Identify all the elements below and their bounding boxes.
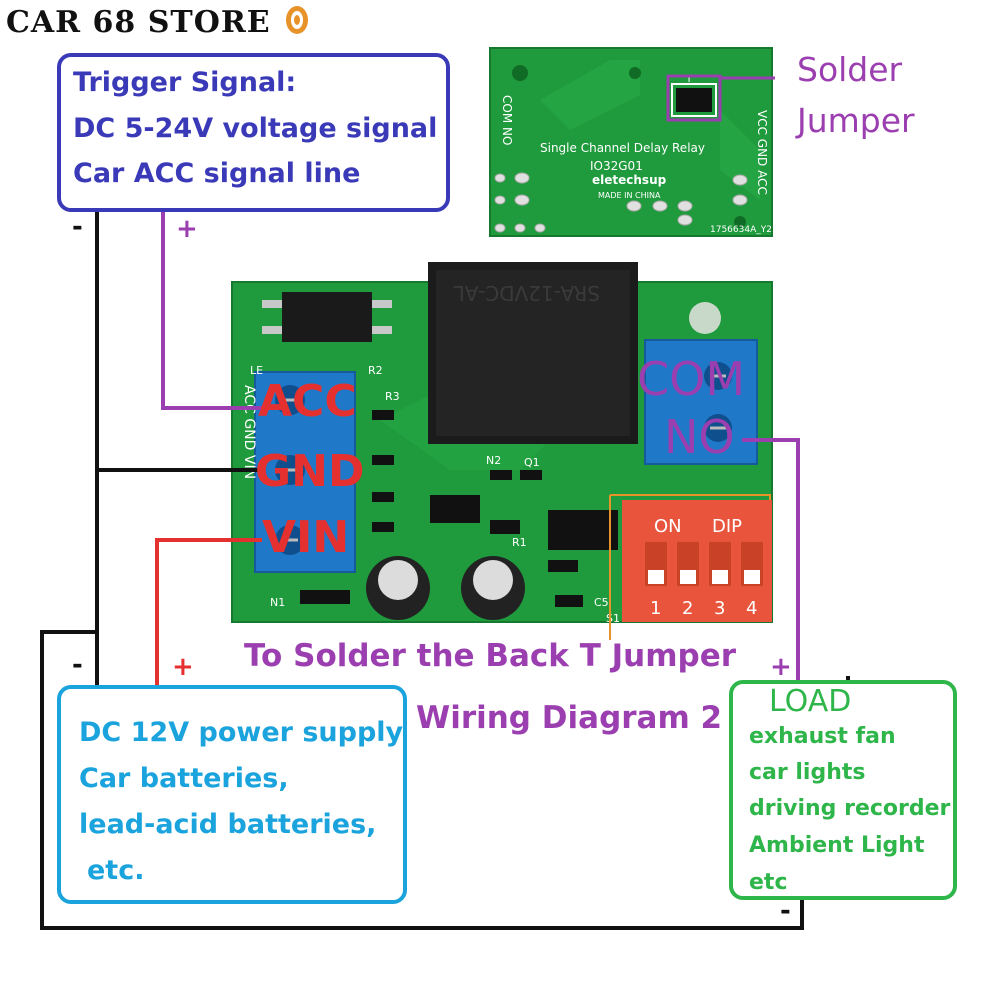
solder-back-caption: To Solder the Back T Jumper — [244, 638, 737, 674]
power-neg-sign: - — [72, 650, 83, 680]
load-item-2: car lights — [749, 760, 866, 785]
power-line2: Car batteries, — [79, 763, 289, 794]
solder-label-2: Jumper — [797, 101, 915, 140]
wiring-diagram-caption: Wiring Diagram 2 — [416, 700, 723, 736]
front-pcb: SRA-12VDC-AL — [231, 262, 773, 625]
terminal-gnd-label: GND — [255, 446, 365, 497]
silk-r3: R3 — [385, 390, 400, 403]
back-pcb: Single Channel Delay Relay IO32G01 elete… — [489, 47, 773, 237]
terminal-acc-label: ACC — [258, 376, 357, 427]
dip-num-2: 2 — [682, 598, 693, 619]
silk-r1: R1 — [512, 536, 527, 549]
power-supply-box: DC 12V power supply Car batteries, lead-… — [57, 685, 407, 904]
wires — [40, 212, 850, 930]
power-pos-sign: + — [172, 652, 194, 682]
dip-label: DIP — [712, 516, 742, 537]
back-pcb-title: Single Channel Delay Relay — [540, 141, 705, 155]
trigger-line2: Car ACC signal line — [73, 158, 361, 189]
back-pcb-right-pins: VCC GND ACC — [755, 110, 769, 195]
trigger-signal-box: Trigger Signal: DC 5-24V voltage signal … — [57, 53, 450, 212]
trigger-line1: DC 5-24V voltage signal — [73, 113, 438, 144]
load-box: LOAD exhaust fan car lights driving reco… — [729, 680, 957, 900]
load-title: LOAD — [769, 684, 852, 719]
back-pcb-brand: eletechsup — [592, 173, 667, 187]
dip-num-4: 4 — [746, 598, 757, 619]
terminal-no-label: NO — [664, 410, 735, 464]
back-pcb-code: 1756634A_Y2 — [710, 225, 772, 235]
silk-n1: N1 — [270, 596, 285, 609]
power-line1: DC 12V power supply — [79, 717, 404, 748]
silk-r2: R2 — [368, 364, 383, 377]
dip-num-3: 3 — [714, 598, 725, 619]
terminal-vin-label: VIN — [262, 512, 350, 563]
load-item-3: driving recorder — [749, 796, 951, 821]
input-terminal-block — [254, 371, 356, 573]
load-item-4: Ambient Light — [749, 833, 925, 858]
terminal-com-label: COM — [637, 352, 746, 406]
dip-num-1: 1 — [650, 598, 661, 619]
silk-c5: C5 — [594, 596, 609, 609]
back-pcb-left-pins: COM NO — [500, 95, 514, 145]
silk-n2: N2 — [486, 454, 501, 467]
silk-led: LE — [250, 364, 263, 377]
trigger-pos-sign: + — [176, 214, 198, 244]
back-pcb-model: IO32G01 — [590, 159, 643, 173]
load-neg-sign: - — [780, 896, 791, 926]
relay-label: SRA-12VDC-AL — [453, 281, 600, 305]
back-pcb-jumper: T — [685, 74, 693, 85]
trigger-neg-sign: - — [72, 212, 83, 242]
power-line4: etc. — [87, 855, 145, 886]
load-pos-sign: + — [770, 652, 792, 682]
dip-on-label: ON — [654, 516, 682, 537]
trigger-title: Trigger Signal: — [73, 67, 297, 98]
tire-logo-icon — [286, 6, 309, 34]
store-name: CAR 68 STORE — [6, 5, 271, 40]
solder-label-1: Solder — [797, 50, 903, 89]
silk-q1: Q1 — [524, 456, 540, 469]
back-pcb-made: MADE IN CHINA — [598, 191, 661, 200]
output-terminal-block — [644, 339, 758, 465]
power-line3: lead-acid batteries, — [79, 809, 377, 840]
dip-switch: ON DIP 1 2 3 4 — [622, 500, 772, 622]
load-item-1: exhaust fan — [749, 724, 896, 749]
load-item-5: etc — [749, 870, 788, 895]
silk-s1: S1 — [606, 612, 620, 625]
store-logo: CAR 68 STORE — [6, 4, 312, 40]
